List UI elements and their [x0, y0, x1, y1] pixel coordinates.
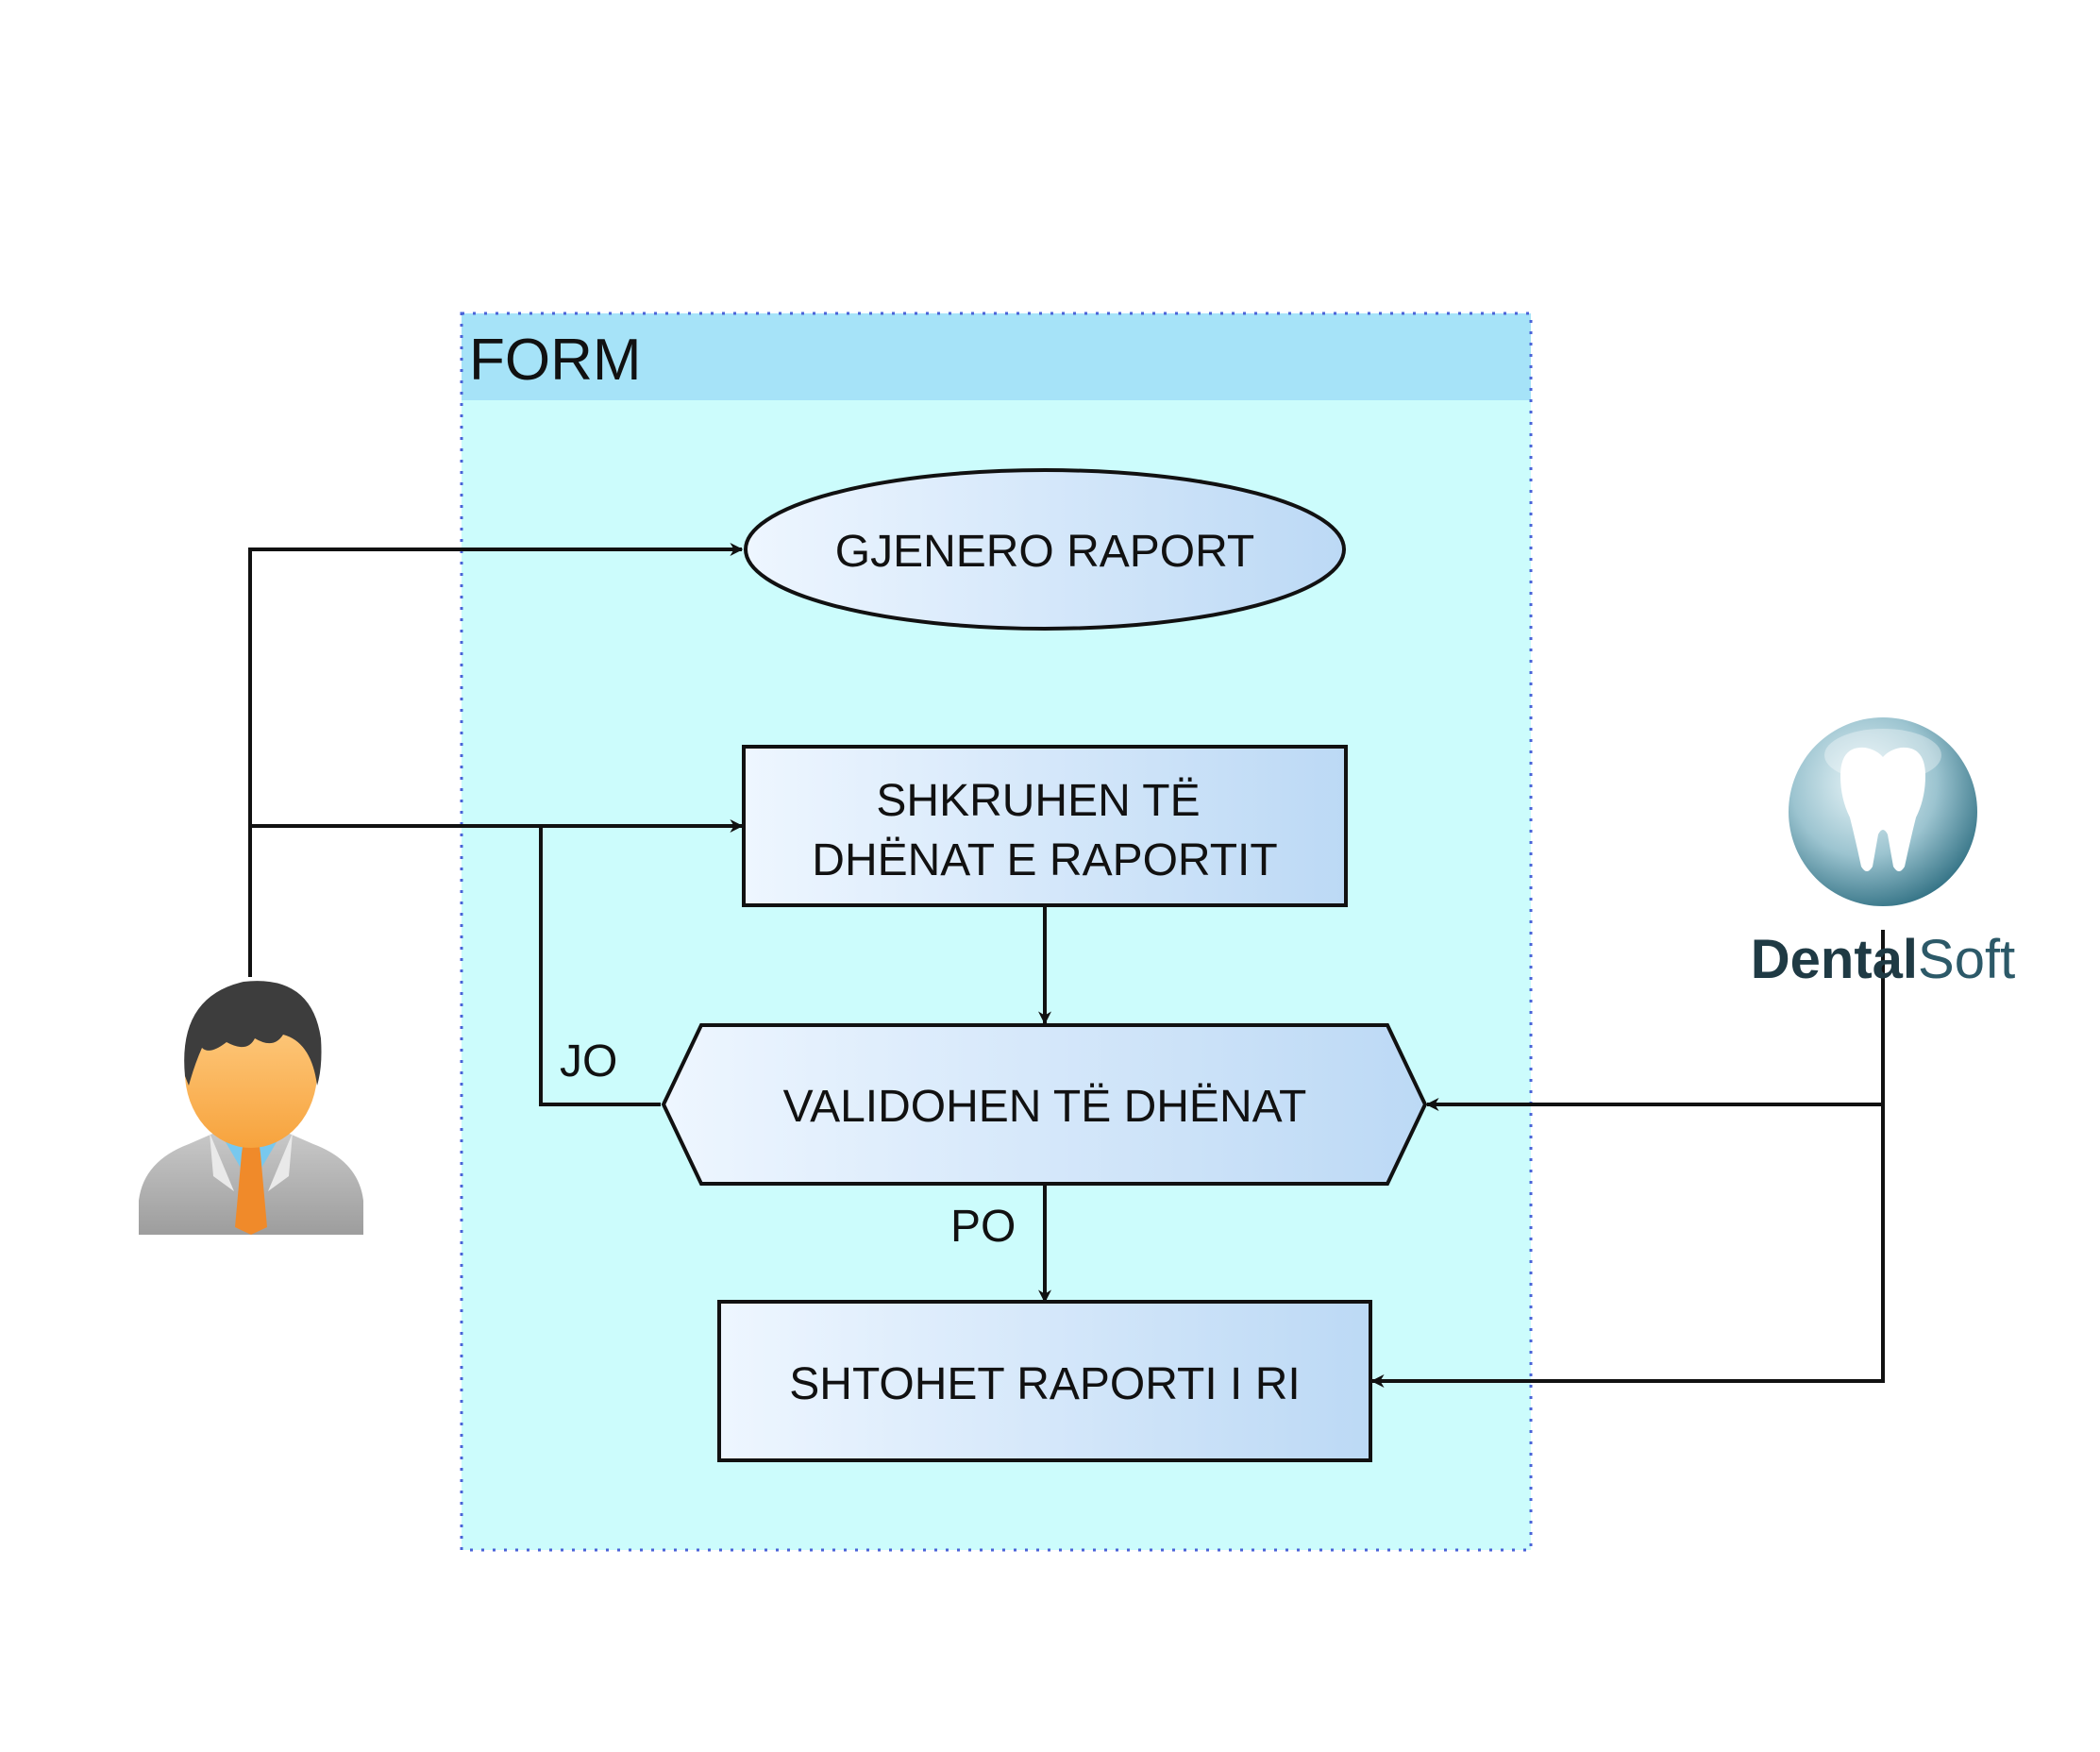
logo-text-light: Soft [1918, 929, 2015, 990]
container-header [462, 313, 1531, 400]
process-shape [717, 1300, 1372, 1462]
edge-label-yes: PO [950, 1202, 1016, 1252]
container-title: FORM [469, 328, 642, 393]
node-enter-data[interactable]: SHKRUHEN TË DHËNAT E RAPORTIT [742, 745, 1348, 907]
lapel-left [210, 1133, 234, 1191]
node-label: VALIDOHEN TË DHËNAT [783, 1082, 1307, 1132]
edges [248, 543, 1885, 1388]
edge-label-no: JO [560, 1036, 617, 1087]
node-add-report[interactable]: SHTOHET RAPORTI I RI [717, 1300, 1372, 1462]
node-validate-data[interactable]: VALIDOHEN TË DHËNAT [661, 1023, 1428, 1186]
user-icon [139, 981, 363, 1235]
lapel-right [268, 1133, 293, 1191]
edge-system-to-add [1370, 930, 1885, 1388]
node-label-line2: DHËNAT E RAPORTIT [812, 835, 1277, 885]
container-border [460, 312, 1533, 1552]
ellipse-shape [744, 468, 1346, 631]
hexagon-shape [661, 1023, 1428, 1186]
node-label-line1: SHKRUHEN TË [876, 776, 1200, 826]
hair [184, 981, 322, 1086]
dentalsoft-logo: DentalSoft [1751, 717, 2015, 990]
edge-actor-to-generate [248, 543, 744, 977]
logo-text: DentalSoft [1751, 929, 2015, 990]
logo-text-bold: Dental [1751, 929, 1918, 990]
node-label: SHTOHET RAPORTI I RI [789, 1359, 1300, 1409]
tooth-icon [1840, 747, 1925, 871]
node-label: GJENERO RAPORT [835, 527, 1255, 577]
edge-validate-no-loop [539, 826, 661, 1106]
node-generate-report[interactable]: GJENERO RAPORT [744, 468, 1346, 631]
process-shape [742, 745, 1348, 907]
tie [235, 1140, 267, 1235]
